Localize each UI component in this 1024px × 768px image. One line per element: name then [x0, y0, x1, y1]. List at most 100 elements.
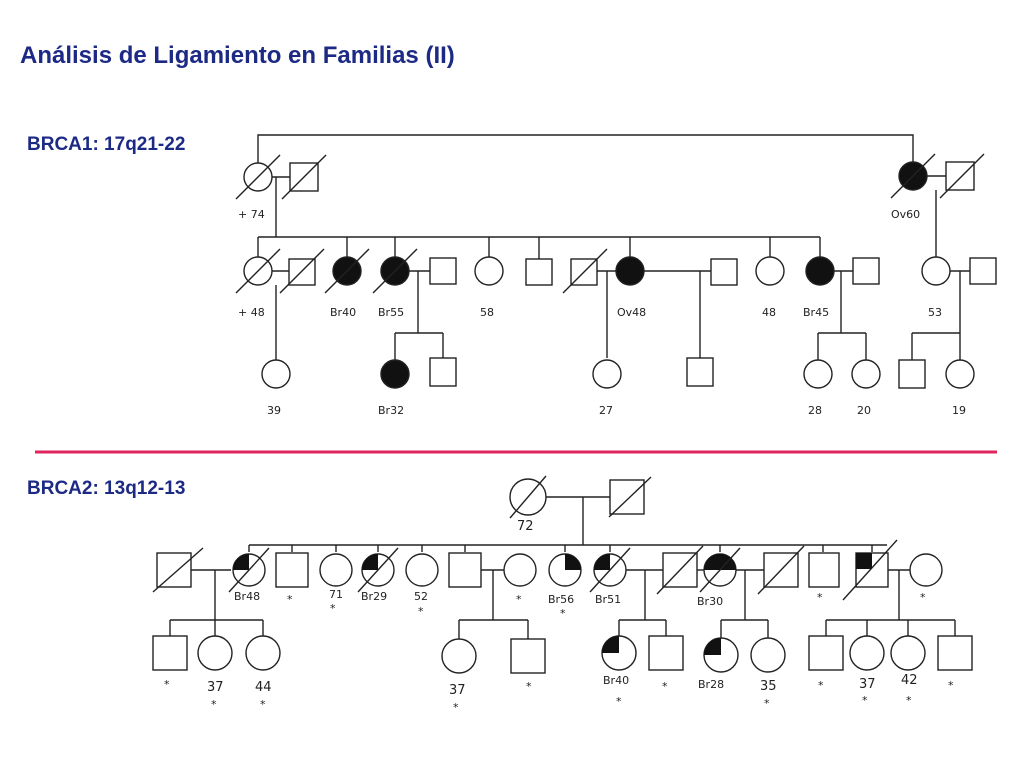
brca2-label-gen2-11: Br30 — [697, 595, 723, 608]
brca2-founder-male-deceased — [609, 479, 645, 515]
brca1-label-gen1-0: + 74 — [238, 208, 265, 221]
brca1-gen3-female-39 — [261, 359, 291, 389]
brca1-label: BRCA1: 17q21-22 — [27, 134, 186, 155]
brca2-gen3-male-3 — [648, 635, 684, 671]
brca2-gen2-male — [275, 552, 309, 588]
brca2-label-gen2-6: * — [418, 605, 424, 618]
brca2-label-gen2-12: * — [817, 591, 823, 604]
brca1-gen2-female-affected-ov48 — [615, 256, 645, 286]
brca2-gen3-male-4 — [808, 635, 844, 671]
brca2-label-gen3-10: * — [662, 680, 668, 693]
brca1-label-gen1-1: Ov60 — [891, 208, 920, 221]
brca2-label-gen3-1: 37 — [207, 680, 224, 695]
brca1-label-gen3-3: 28 — [808, 404, 822, 417]
brca1-label-gen2-1: Br40 — [330, 306, 356, 319]
brca2-label-gen3-18: * — [906, 694, 912, 707]
brca2-label-gen3-5: 37 — [449, 683, 466, 698]
brca2-label-gen2-8: Br56 — [548, 593, 574, 606]
brca1-gen3-female-20 — [851, 359, 881, 389]
brca1-gen2-male-spouse-2 — [710, 258, 738, 286]
brca2-gen3-female-44 — [245, 635, 281, 671]
brca2-gen2-female-71 — [319, 553, 353, 587]
brca1-gen3-female-28 — [803, 359, 833, 389]
brca1-gen2-male-spouse-4 — [969, 257, 997, 285]
brca2-label-gen2-13: * — [920, 591, 926, 604]
brca2-gen2-male-deceased — [156, 552, 192, 588]
brca1-gen3-female-27 — [592, 359, 622, 389]
brca1-label-gen3-4: 20 — [857, 404, 871, 417]
brca1-gen2-female-58 — [474, 256, 504, 286]
brca1-label-gen3-1: Br32 — [378, 404, 404, 417]
brca2-gen3-female-37c — [849, 635, 885, 671]
brca2-gen2-male-3 — [808, 552, 840, 588]
brca2-label: BRCA2: 13q12-13 — [27, 478, 186, 499]
brca2-gen2-female-spouse-2 — [909, 553, 943, 587]
brca2-label-gen3-16: * — [862, 694, 868, 707]
brca2-label-gen3-8: Br40 — [603, 674, 629, 687]
brca2-label-gen2-10: Br51 — [595, 593, 621, 606]
brca2-label-gen3-9: * — [616, 695, 622, 708]
brca2-gen3-male-5 — [937, 635, 973, 671]
brca2-label-gen2-5: 52 — [414, 590, 428, 603]
brca2-label-gen3-13: * — [764, 697, 770, 710]
brca1-label-gen2-2: Br55 — [378, 306, 404, 319]
brca2-label-gen3-7: * — [526, 680, 532, 693]
brca2-label-gen2-7: * — [516, 593, 522, 606]
brca1-gen2-male-deceased — [288, 258, 316, 286]
brca1-gen2-male-spouse-3 — [852, 257, 880, 285]
brca1-gen3-male — [429, 357, 457, 387]
brca2-label-gen2-4: Br29 — [361, 590, 387, 603]
brca2-label-gen2-2: 71 — [329, 588, 343, 601]
brca2-gen2-female-spouse — [503, 553, 537, 587]
brca2-label-gen1-0: 72 — [517, 519, 534, 534]
brca1-label-gen2-5: 48 — [762, 306, 776, 319]
brca2-gen3-male — [152, 635, 188, 671]
brca2-gen3-female-37b — [441, 638, 477, 674]
page-title: Análisis de Ligamiento en Familias (II) — [20, 42, 455, 69]
brca2-labels: 72 Br48 * 71 * Br29 52 * * Br56 * Br51 B… — [164, 519, 954, 714]
brca1-gen3-female-19 — [945, 359, 975, 389]
brca2-gen3-male-2 — [510, 638, 546, 674]
brca2-label-gen3-2: * — [211, 698, 217, 711]
brca2-label-gen3-11: Br28 — [698, 678, 724, 691]
brca2-label-gen3-14: * — [818, 679, 824, 692]
brca2-label-gen2-9: * — [560, 607, 566, 620]
brca2-label-gen3-19: * — [948, 679, 954, 692]
brca1-gen3-female-affected-br32 — [380, 359, 410, 389]
brca2-gen2-female-52 — [405, 553, 439, 587]
brca1-founder2-male-deceased — [945, 161, 975, 191]
brca1-pedigree — [235, 134, 997, 389]
brca2-label-gen3-3: 44 — [255, 680, 272, 695]
brca1-label-gen2-4: Ov48 — [617, 306, 646, 319]
brca2-label-gen3-4: * — [260, 698, 266, 711]
brca1-labels: + 74 Ov60 + 48 Br40 Br55 58 Ov48 48 Br45… — [238, 208, 966, 417]
brca1-gen2-male — [525, 258, 553, 286]
brca1-label-gen3-5: 19 — [952, 404, 966, 417]
brca2-pedigree — [152, 475, 973, 674]
brca2-label-gen2-1: * — [287, 593, 293, 606]
brca2-label-gen3-15: 37 — [859, 677, 876, 692]
brca2-label-gen3-12: 35 — [760, 679, 777, 694]
brca1-label-gen2-0: + 48 — [238, 306, 265, 319]
brca1-gen2-male-spouse — [429, 257, 457, 285]
brca2-gen3-female-37 — [197, 635, 233, 671]
brca2-gen3-female-35 — [750, 637, 786, 673]
brca1-gen3-male-2 — [686, 357, 714, 387]
brca2-label-gen3-6: * — [453, 701, 459, 714]
brca1-label-gen2-6: Br45 — [803, 306, 829, 319]
brca2-label-gen3-17: 42 — [901, 673, 918, 688]
brca1-gen2-female-48 — [755, 256, 785, 286]
brca1-label-gen3-0: 39 — [267, 404, 281, 417]
brca2-gen3-female-42 — [890, 635, 926, 671]
brca2-label-gen2-3: * — [330, 602, 336, 615]
brca1-label-gen2-3: 58 — [480, 306, 494, 319]
brca1-gen2-female-affected-br45 — [805, 256, 835, 286]
brca2-label-gen3-0: * — [164, 678, 170, 691]
brca2-gen2-male-2 — [448, 552, 482, 588]
brca1-label-gen2-7: 53 — [928, 306, 942, 319]
brca1-label-gen3-2: 27 — [599, 404, 613, 417]
brca2-label-gen2-0: Br48 — [234, 590, 260, 603]
brca1-gen2-female-53 — [921, 256, 951, 286]
brca1-gen3-male-3 — [898, 359, 926, 389]
